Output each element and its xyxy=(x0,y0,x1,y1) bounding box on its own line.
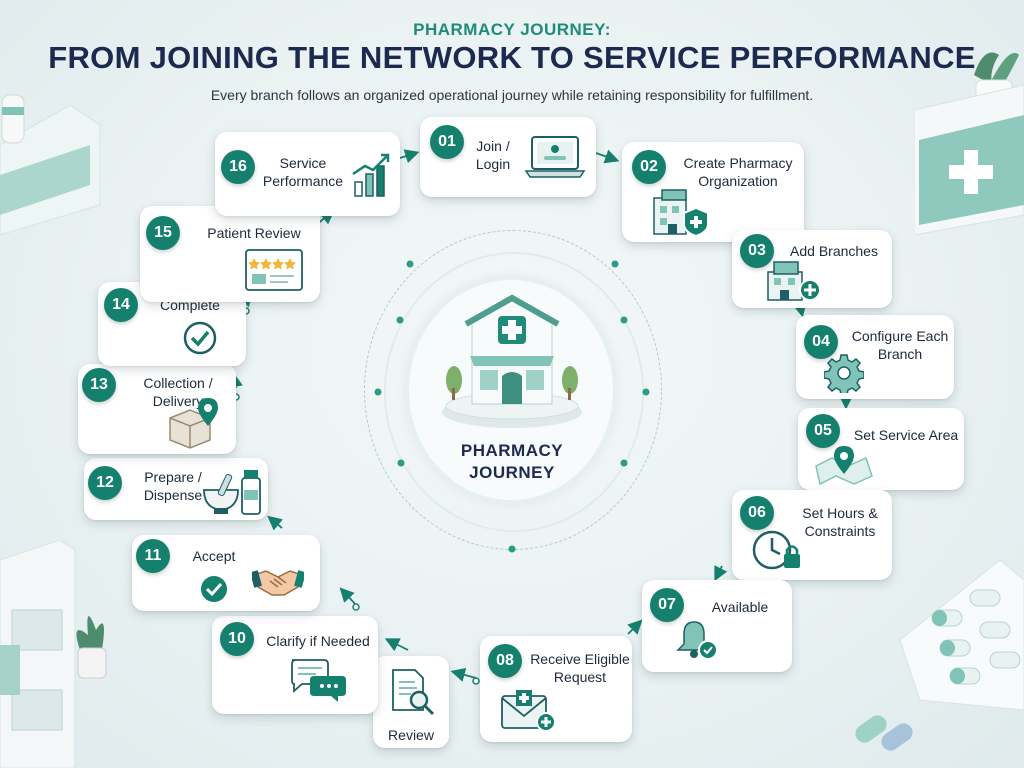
step-card-01[interactable]: 01 Join / Login xyxy=(420,117,596,197)
step-card-15[interactable]: 15 Patient Review xyxy=(140,206,320,302)
header-subtitle: PHARMACY JOURNEY: xyxy=(413,20,611,39)
step-card-05[interactable]: 05 Set Service Area xyxy=(798,408,964,490)
step-label: Set Hours & Constraints xyxy=(802,505,878,539)
step-number-badge: 07 xyxy=(650,588,684,622)
pill-blister-decoration-icon xyxy=(855,560,1024,751)
step-label: Clarify if Needed xyxy=(266,633,370,649)
building-shield-icon xyxy=(653,189,709,238)
step-card-12[interactable]: 12 Prepare / Dispense xyxy=(84,458,268,520)
step-label: Patient Review xyxy=(207,225,301,241)
bar-chart-up-icon xyxy=(352,153,390,197)
step-number-badge: 11 xyxy=(136,539,170,573)
laptop-login-icon xyxy=(524,136,586,178)
step-label: Configure Each Branch xyxy=(851,328,949,362)
handshake-icon xyxy=(252,570,304,596)
step-label: Service Performance xyxy=(262,155,344,189)
step-card-13[interactable]: 13 Collection / Delivery xyxy=(78,364,236,454)
step-label: Prepare / Dispense xyxy=(143,469,203,503)
step-card-02[interactable]: 02 Create Pharmacy Organization xyxy=(622,142,804,242)
step-card-review[interactable]: Review xyxy=(373,656,449,748)
step-number-badge: 15 xyxy=(146,216,180,250)
check-circle-icon xyxy=(183,321,217,355)
step-label: Receive Eligible Request xyxy=(530,651,630,685)
gear-icon xyxy=(824,354,864,393)
step-number-badge: 04 xyxy=(804,325,838,359)
building-add-icon xyxy=(767,261,821,301)
step-number-badge: 16 xyxy=(221,150,255,184)
step-number-badge: 03 xyxy=(740,234,774,268)
step-label: Set Service Area xyxy=(853,427,959,443)
step-number-badge: 08 xyxy=(488,644,522,678)
shelf-decoration-icon xyxy=(0,94,101,235)
step-number-badge: 01 xyxy=(430,125,464,159)
step-label: Accept xyxy=(192,548,236,564)
step-number-badge: 06 xyxy=(740,496,774,530)
step-card-04[interactable]: 04 Configure Each Branch xyxy=(796,315,954,399)
chat-bubbles-icon xyxy=(291,659,346,702)
step-card-16[interactable]: 16 Service Performance xyxy=(215,132,400,216)
clock-lock-icon xyxy=(752,530,800,570)
center-title-line1: PHARMACY xyxy=(460,441,564,460)
star-review-icon xyxy=(245,249,303,291)
step-number-badge: 02 xyxy=(632,150,666,184)
check-circle-icon xyxy=(201,576,227,602)
step-card-08[interactable]: 08 Receive Eligible Request xyxy=(480,636,632,742)
step-label: Join / Login xyxy=(475,138,511,172)
step-label: Create Pharmacy Organization xyxy=(683,155,793,189)
step-number-badge: 14 xyxy=(104,288,138,322)
step-card-07[interactable]: 07 Available xyxy=(642,580,792,672)
step-card-11[interactable]: 11 Accept xyxy=(132,535,320,611)
center-title-line2: JOURNEY xyxy=(469,463,555,482)
step-card-03[interactable]: 03 Add Branches xyxy=(732,230,892,308)
step-number-badge: 12 xyxy=(88,466,122,500)
step-label: Review xyxy=(388,727,434,743)
box-pin-icon xyxy=(169,398,218,449)
pharmacy-counter-decoration-icon xyxy=(914,52,1024,235)
step-label: Add Branches xyxy=(790,243,878,259)
step-card-10[interactable]: 10 Clarify if Needed xyxy=(212,616,378,714)
step-label: Available xyxy=(711,599,769,615)
header-description: Every branch follows an organized operat… xyxy=(210,87,814,103)
step-number-badge: 05 xyxy=(806,414,840,448)
envelope-plus-icon xyxy=(501,690,556,732)
step-number-badge: 10 xyxy=(220,622,254,656)
center-title: PHARMACY JOURNEY xyxy=(412,440,612,484)
shelf-boxes-decoration-icon xyxy=(0,540,107,768)
map-pin-icon xyxy=(815,446,873,486)
pharmacy-building-icon xyxy=(442,294,582,428)
step-number-badge: 13 xyxy=(82,368,116,402)
header-title: FROM JOINING THE NETWORK TO SERVICE PERF… xyxy=(48,40,976,75)
document-search-icon xyxy=(392,669,435,716)
mortar-bottle-icon xyxy=(203,470,261,515)
step-label: Collection / Delivery xyxy=(143,375,213,409)
bell-check-icon xyxy=(676,621,718,660)
step-card-06[interactable]: 06 Set Hours & Constraints xyxy=(732,490,892,580)
